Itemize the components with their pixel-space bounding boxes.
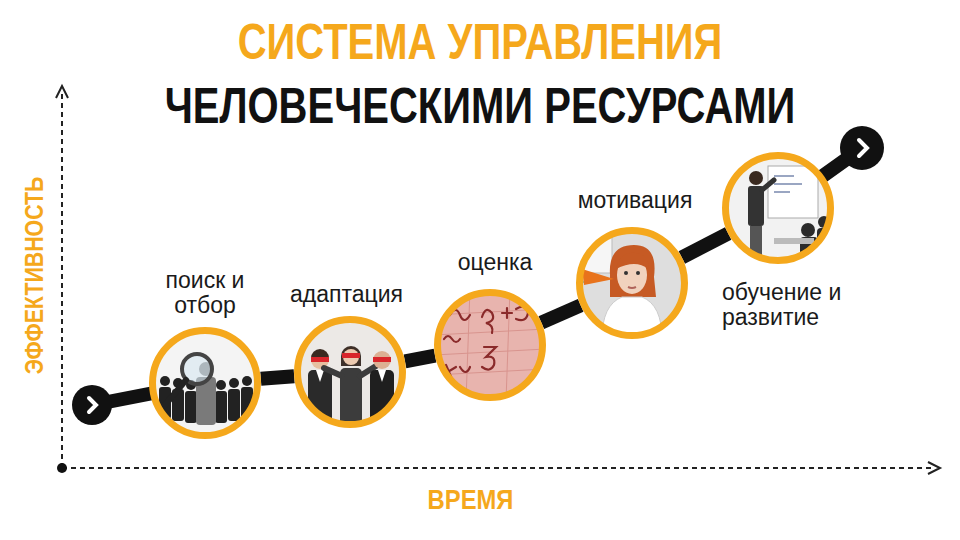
circle-border — [298, 320, 403, 425]
evaluation-picture — [434, 289, 546, 401]
woman-hair — [610, 245, 656, 297]
picture-ground — [294, 316, 406, 428]
circle-outline — [294, 316, 406, 428]
stage-label: обучение и развитие — [722, 280, 862, 330]
y-axis — [61, 90, 63, 468]
board-marks — [774, 176, 802, 192]
circle-outline — [434, 289, 546, 401]
timeline-segment — [541, 305, 580, 322]
circle-border — [580, 231, 685, 336]
axis-label: ВРЕМЯ — [427, 484, 513, 516]
axis-label: ЭФФЕКТИВНОСТЬ — [19, 176, 50, 374]
picture-ground — [576, 227, 688, 339]
stage-label: поиск и отбор — [150, 268, 260, 318]
trainer-arm — [762, 180, 774, 190]
axes — [56, 86, 940, 474]
circle-outline — [576, 227, 688, 339]
circle-border — [153, 331, 258, 436]
start-marker — [72, 385, 112, 425]
stage-circle: оценка — [434, 289, 546, 401]
start-chevron — [89, 398, 96, 412]
stage-label: оценка — [440, 250, 550, 275]
circle-border — [438, 293, 543, 398]
stage-circle: мотивация — [576, 227, 688, 339]
woman-fringe — [616, 253, 648, 269]
x-axis — [62, 467, 934, 469]
y-axis-arrow — [56, 86, 68, 98]
end-chevron — [859, 140, 867, 156]
stage-circle: обучение и развитие — [722, 152, 834, 264]
stage-label: мотивация — [570, 188, 700, 213]
whiteboard — [768, 166, 818, 218]
axis-origin — [57, 463, 67, 473]
timeline-ends — [92, 148, 862, 405]
circle-outline — [722, 152, 834, 264]
stage-label: адаптация — [290, 282, 415, 307]
end-marker — [840, 126, 884, 170]
picture-ground — [434, 289, 546, 401]
diagram-title: СИСТЕМА УПРАВЛЕНИЯ ЧЕЛОВЕЧЕСКИМИ РЕСУРСА… — [120, 10, 840, 138]
magnifier-handle — [165, 380, 186, 405]
training-picture — [722, 152, 834, 264]
stage-circle: поиск и отбор — [149, 327, 261, 439]
timeline-segment — [405, 356, 435, 362]
woman-eye — [624, 271, 628, 275]
table — [774, 238, 814, 244]
adaptation-picture — [294, 316, 406, 428]
circle-border — [726, 156, 831, 261]
woman-eye — [636, 271, 640, 275]
timeline-segment — [261, 376, 294, 379]
start-circle — [72, 385, 112, 425]
motivation-picture — [574, 227, 688, 339]
picture-ground — [722, 152, 834, 264]
carrot — [582, 269, 614, 285]
paper-grid — [434, 289, 546, 401]
timeline-segment — [682, 234, 728, 258]
picture-ground — [149, 327, 261, 439]
trainer-head — [749, 171, 763, 185]
end-circle — [840, 126, 884, 170]
search-picture — [149, 327, 261, 439]
woman-mouth — [628, 287, 636, 288]
handwriting-scribbles — [444, 307, 528, 379]
x-axis-arrow — [928, 462, 940, 474]
stage-circle: адаптация — [294, 316, 406, 428]
circle-outline — [149, 327, 261, 439]
